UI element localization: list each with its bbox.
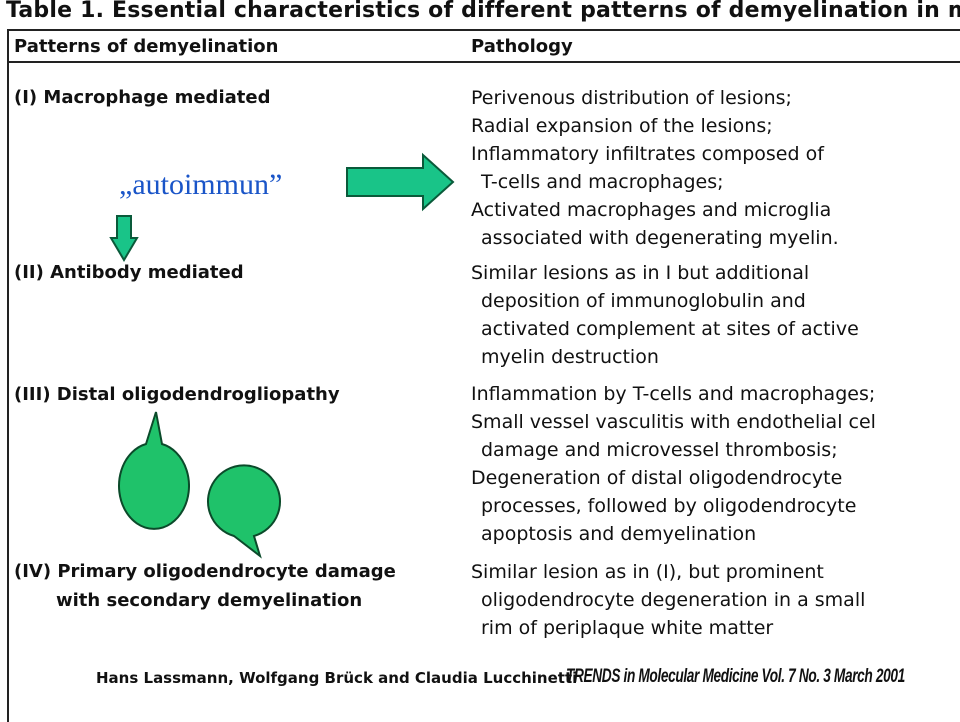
pathology-line: Similar lesion as in (I), but prominent [471, 561, 824, 583]
right-arrow-icon [346, 152, 455, 212]
pattern-row-3: (III) Distal oligodendrogliopathy [14, 380, 340, 409]
pathology-row-4: Similar lesion as in (I), but prominent … [471, 558, 865, 642]
pattern-row-1: (I) Macrophage mediated [14, 83, 270, 112]
journal-credit: TRENDS in Molecular Medicine Vol. 7 No. … [566, 666, 905, 687]
header-rule [7, 61, 960, 63]
table-top-border [7, 29, 960, 31]
pathology-line: Small vessel vasculitis with endothelial… [471, 411, 876, 433]
pathology-line: apoptosis and demyelination [481, 523, 757, 545]
pathology-line: T-cells and macrophages; [481, 171, 724, 193]
pathology-line: myelin destruction [481, 346, 659, 368]
table-left-border [7, 29, 9, 722]
pathology-line: Inflammatory infiltrates composed of [471, 143, 824, 165]
pattern-label: (I) Macrophage mediated [14, 87, 271, 108]
pathology-line: rim of periplaque white matter [481, 617, 774, 639]
speech-bubble-icon [207, 464, 281, 559]
pathology-line: damage and microvessel thrombosis; [481, 439, 838, 461]
column-header-patterns: Patterns of demyelination [14, 36, 279, 57]
speech-bubble-icon [118, 411, 190, 530]
pattern-row-2: (II) Antibody mediated [14, 258, 244, 287]
pattern-label-continued: with secondary demyelination [56, 590, 363, 611]
pathology-line: activated complement at sites of active [481, 318, 859, 340]
pathology-line: oligodendrocyte degeneration in a small [481, 589, 866, 611]
pathology-row-2: Similar lesions as in I but additional d… [471, 259, 859, 371]
pathology-line: processes, followed by oligodendrocyte [481, 495, 857, 517]
pathology-line: Inflammation by T-cells and macrophages; [471, 383, 876, 405]
table-title: Table 1. Essential characteristics of di… [6, 0, 960, 23]
pattern-row-4: (IV) Primary oligodendrocyte damage with… [14, 557, 396, 615]
pathology-row-1: Perivenous distribution of lesions; Radi… [471, 84, 839, 252]
pattern-label: (II) Antibody mediated [14, 262, 244, 283]
pathology-line: Activated macrophages and microglia [471, 199, 832, 221]
pathology-line: Perivenous distribution of lesions; [471, 87, 792, 109]
pattern-label: (IV) Primary oligodendrocyte damage [14, 561, 396, 582]
pathology-line: associated with degenerating myelin. [481, 227, 839, 249]
pathology-line: Degeneration of distal oligodendrocyte [471, 467, 843, 489]
pathology-line: Similar lesions as in I but additional [471, 262, 810, 284]
pathology-line: deposition of immunoglobulin and [481, 290, 806, 312]
column-header-pathology: Pathology [471, 36, 573, 57]
autoimmun-annotation: „autoimmun” [119, 168, 283, 201]
pathology-line: Radial expansion of the lesions; [471, 115, 773, 137]
pattern-label: (III) Distal oligodendrogliopathy [14, 384, 340, 405]
down-arrow-icon [109, 215, 139, 262]
pathology-row-3: Inflammation by T-cells and macrophages;… [471, 380, 876, 548]
author-credit: Hans Lassmann, Wolfgang Brück and Claudi… [96, 669, 578, 687]
